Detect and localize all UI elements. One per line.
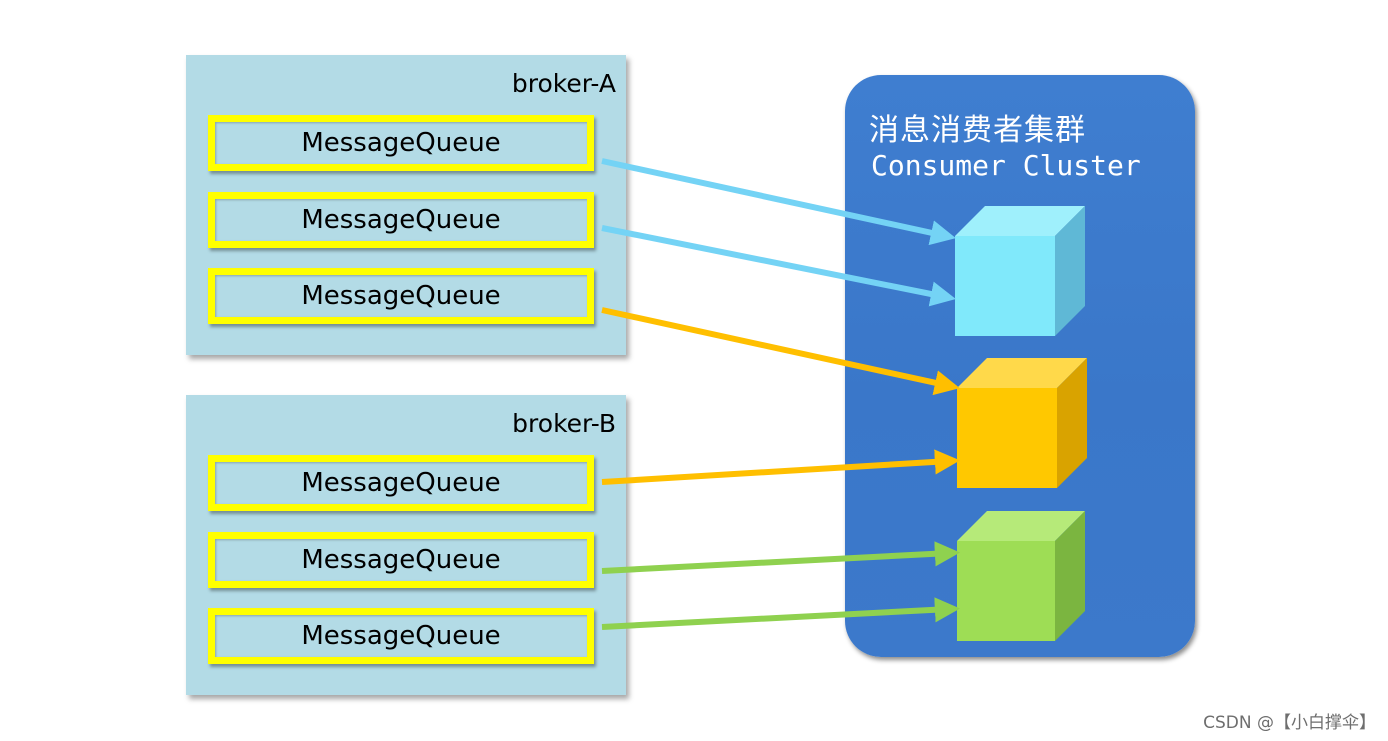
broker-a-queue-3: MessageQueue [208, 268, 594, 324]
arrow-a2-to-consumer-1 [601, 225, 956, 307]
arrow-a3-to-consumer-2 [601, 307, 960, 396]
consumer-1-cube [955, 206, 1085, 336]
csdn-watermark: CSDN @【小白撑伞】 [1203, 713, 1376, 733]
consumer-2-cube-top [957, 358, 1087, 388]
cluster-subtitle: Consumer Cluster [871, 149, 1141, 182]
consumer-3-cube [957, 511, 1085, 641]
broker-a-queue-2: MessageQueue [208, 192, 594, 248]
arrow-a1-to-consumer-1 [601, 158, 956, 246]
consumer-1-cube-top [955, 206, 1085, 236]
consumer-1-cube-front [955, 236, 1055, 336]
consumer-2-cube-side [1057, 358, 1087, 488]
broker-b-box: broker-B MessageQueue MessageQueue Messa… [186, 395, 626, 695]
consumer-3-cube-front [957, 541, 1055, 641]
broker-b-label: broker-B [512, 409, 616, 438]
broker-a-queue-1: MessageQueue [208, 115, 594, 171]
broker-a-box: broker-A MessageQueue MessageQueue Messa… [186, 55, 626, 355]
broker-a-label: broker-A [511, 69, 616, 98]
consumer-2-cube-front [957, 388, 1057, 488]
arrow-b2-to-consumer-3 [601, 541, 961, 574]
arrow-b3-to-consumer-3 [601, 597, 961, 630]
consumer-3-cube-top [957, 511, 1085, 541]
arrow-b1-to-consumer-2 [601, 449, 961, 485]
consumer-3-cube-side [1055, 511, 1085, 641]
broker-b-queue-2: MessageQueue [208, 532, 594, 588]
consumer-2-cube [957, 358, 1087, 488]
broker-b-queue-1: MessageQueue [208, 455, 594, 511]
cluster-title: 消息消费者集群 [869, 113, 1086, 148]
broker-b-queue-3: MessageQueue [208, 608, 594, 664]
consumer-1-cube-side [1055, 206, 1085, 336]
